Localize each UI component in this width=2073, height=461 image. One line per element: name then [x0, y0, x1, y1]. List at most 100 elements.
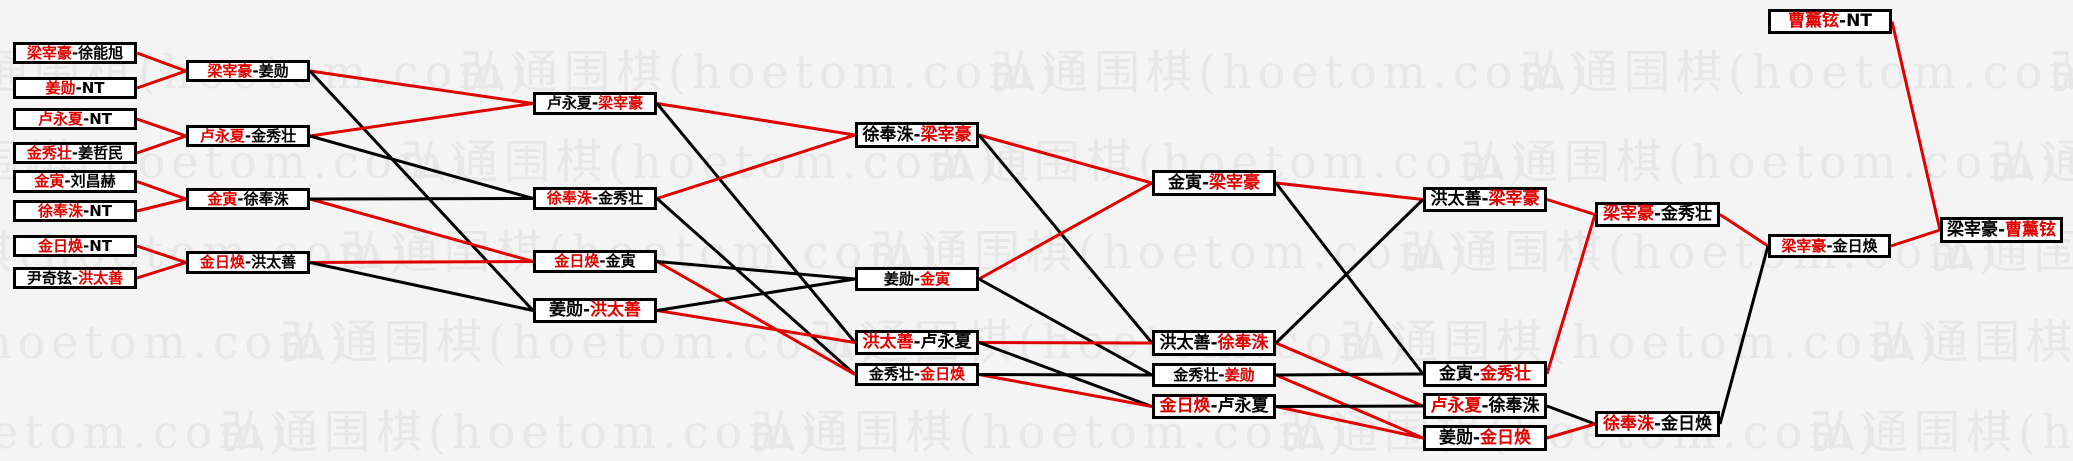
match-box-r2m1[interactable]: 梁宰豪-姜勋 [186, 60, 310, 82]
connector-r3m2-r4m4 [656, 197, 856, 376]
player-name: 梁宰豪 [920, 124, 972, 145]
match-box-r5m4[interactable]: 金日焕-卢永夏 [1152, 394, 1276, 419]
watermark-text: 弘通围棋(hoetom.com) [1460, 135, 2062, 189]
connector-r6m4-r7m2 [1546, 422, 1596, 440]
player-name: 卢永夏 [1430, 395, 1482, 416]
match-box-r5m3[interactable]: 金秀壮-姜勋 [1152, 363, 1276, 387]
connector-r6m3-r7m2 [1546, 404, 1596, 426]
player-name: 梁宰豪 [1602, 204, 1654, 224]
connector-r2m1-r3m4 [308, 69, 535, 312]
player-name: 金秀壮- [1173, 365, 1225, 384]
connector-thm1-r9m1 [1890, 21, 1942, 231]
player-name: 金寅 [920, 269, 951, 288]
match-box-r1m1[interactable]: 梁宰豪-徐能旭 [13, 42, 137, 64]
watermark-text: 弘通围棋(hoetom.com) [220, 405, 822, 459]
player-name: 金寅- [1438, 363, 1481, 384]
connector-r5m4-r6m4 [1275, 405, 1424, 440]
match-box-r1m3[interactable]: 卢永夏-NT [13, 108, 137, 130]
connector-r5m4-r6m3 [1275, 404, 1424, 408]
player-name: -刘昌赫 [64, 172, 116, 190]
player-name: 姜勋 [45, 78, 76, 97]
connector-r1m2-r2m1 [136, 69, 187, 90]
connector-r1m7-r2m4 [136, 244, 187, 264]
match-box-r6m3[interactable]: 卢永夏-徐奉洙 [1423, 393, 1547, 419]
player-name: -NT [75, 78, 105, 97]
player-name: -NT [83, 201, 113, 220]
watermark-text: 弘通围棋(hoetom.com) [1280, 405, 1882, 459]
connector-r6m2-r7m1 [1545, 214, 1597, 375]
player-name: 金日焕 [920, 365, 966, 383]
player-name: 洪太善- [1430, 189, 1489, 209]
player-name: -NT [83, 109, 113, 128]
player-name: -徐奉洙 [1481, 395, 1540, 416]
match-box-r1m6[interactable]: 徐奉洙-NT [13, 200, 137, 222]
match-box-r4m4[interactable]: 金秀壮-金日焕 [855, 363, 979, 386]
match-box-r3m2[interactable]: 徐奉洙-金秀壮 [533, 187, 657, 210]
player-name: 姜勋 [1224, 365, 1255, 384]
connector-r1m6-r2m3 [136, 197, 187, 213]
match-box-r9m1[interactable]: 梁宰豪-曹薰铉 [1940, 217, 2063, 243]
connector-r3m4-r4m3 [656, 309, 856, 344]
watermark-text: 弘通围棋(hoetom.com) [1990, 135, 2073, 189]
match-box-r1m4[interactable]: 金秀壮-姜哲民 [13, 142, 137, 164]
connector-r1m4-r2m2 [136, 134, 187, 155]
match-box-r1m2[interactable]: 姜勋-NT [13, 77, 137, 99]
match-box-r1m8[interactable]: 尹奇铉-洪太善 [13, 267, 137, 289]
player-name: 尹奇铉- [26, 268, 79, 287]
connector-r7m1-r8m1 [1719, 213, 1769, 248]
match-box-r1m5[interactable]: 金寅-刘昌赫 [13, 170, 137, 193]
connector-r3m3-r4m2 [656, 260, 856, 281]
player-name: -姜哲民 [71, 143, 124, 162]
player-name: -徐能旭 [71, 43, 124, 62]
connector-r1m3-r2m2 [136, 117, 187, 138]
player-name: 曹薰铉 [1788, 11, 1840, 31]
player-name: -金日焕 [1653, 413, 1713, 434]
connector-r1m5-r2m3 [136, 180, 187, 201]
player-name: -金秀壮 [1653, 204, 1713, 224]
match-box-r3m3[interactable]: 金日焕-金寅 [533, 250, 657, 273]
connector-r4m4-r5m3 [978, 373, 1153, 377]
match-box-r7m1[interactable]: 梁宰豪-金秀壮 [1595, 202, 1720, 227]
connector-r4m1-r5m2 [977, 134, 1154, 344]
player-name: -金日焕 [1826, 236, 1878, 255]
match-box-r8m1[interactable]: 梁宰豪-金日焕 [1768, 234, 1891, 258]
player-name: -金秀壮 [591, 189, 644, 207]
connector-r4m3-r5m2 [978, 341, 1153, 345]
connector-r3m2-r4m1 [656, 133, 856, 200]
match-box-r1m7[interactable]: 金日焕-NT [13, 235, 137, 257]
player-name: 徐奉洙 [1217, 332, 1269, 353]
connector-r2m1-r3m1 [309, 69, 534, 105]
connector-r2m4-r3m3 [309, 260, 534, 264]
match-box-thm1[interactable]: 曹薰铉-NT [1768, 9, 1892, 34]
player-name: 洪太善 [590, 300, 642, 320]
match-box-r6m2[interactable]: 金寅-金秀壮 [1423, 361, 1547, 387]
match-box-r6m1[interactable]: 洪太善-梁宰豪 [1423, 187, 1547, 212]
match-box-r3m1[interactable]: 卢永夏-梁宰豪 [533, 92, 657, 115]
match-box-r5m2[interactable]: 洪太善-徐奉洙 [1152, 330, 1276, 356]
match-box-r3m4[interactable]: 姜勋-洪太善 [533, 298, 657, 323]
player-name: 梁宰豪 [207, 61, 253, 80]
connector-r2m3-r3m3 [309, 197, 534, 263]
player-name: 梁宰豪 [1209, 172, 1261, 193]
match-box-r7m2[interactable]: 徐奉洙-金日焕 [1595, 411, 1720, 437]
player-name: 卢永夏 [199, 126, 245, 145]
player-name: 洪太善 [78, 268, 124, 287]
player-name: -金秀壮 [244, 126, 297, 145]
connector-r1m1-r2m1 [136, 51, 187, 73]
match-box-r4m1[interactable]: 徐奉洙-梁宰豪 [855, 122, 979, 148]
player-name: 梁宰豪 [1781, 236, 1827, 255]
connector-r5m1-r6m1 [1275, 181, 1424, 201]
connector-r3m1-r4m3 [655, 102, 857, 344]
player-name: 卢永夏- [546, 94, 599, 112]
match-box-r2m2[interactable]: 卢永夏-金秀壮 [186, 125, 310, 147]
match-box-r6m4[interactable]: 姜勋-金日焕 [1423, 425, 1547, 451]
match-box-r2m3[interactable]: 金寅-徐奉洙 [186, 188, 310, 210]
match-box-r4m3[interactable]: 洪太善-卢永夏 [855, 330, 979, 355]
match-box-r2m4[interactable]: 金日焕-洪太善 [186, 251, 310, 274]
connector-r8m1-r9m1 [1890, 228, 1941, 248]
player-name: 洪太善 [862, 332, 914, 352]
match-box-r4m2[interactable]: 姜勋-金寅 [855, 267, 979, 291]
match-box-r5m1[interactable]: 金寅-梁宰豪 [1152, 170, 1276, 196]
